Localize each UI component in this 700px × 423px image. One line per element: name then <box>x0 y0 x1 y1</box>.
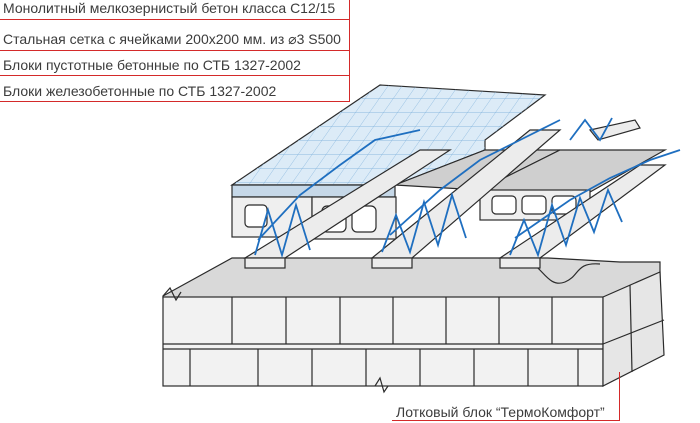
wall-front-face <box>162 296 604 387</box>
callout-concrete-leader <box>0 19 350 20</box>
reinforced-concrete-beams <box>242 119 667 269</box>
callout-concrete-label: Монолитный мелкозернистый бетон класса С… <box>3 0 336 16</box>
callout-mesh-label: Стальная сетка с ячейками 200х200 мм. из… <box>3 31 341 47</box>
wall-side-face <box>602 271 665 387</box>
callout-tray-block-leader <box>392 420 620 421</box>
rebar-trusses <box>254 117 681 259</box>
callout-tray-block-vertical <box>619 372 620 421</box>
callout-rc-blocks-label: Блоки железобетонные по СТБ 1327-2002 <box>3 83 277 99</box>
callout-tray-block-label: Лотковый блок “ТермоКомфорт” <box>396 404 605 420</box>
callout-hollow-blocks-label: Блоки пустотные бетонные по СТБ 1327-200… <box>3 57 301 73</box>
callout-rc-blocks-leader <box>0 101 350 102</box>
callout-mesh-leader <box>0 50 350 51</box>
tray-block-wall <box>162 257 665 394</box>
callout-hollow-blocks-leader <box>0 75 350 76</box>
callout-vertical-leader <box>349 0 350 102</box>
